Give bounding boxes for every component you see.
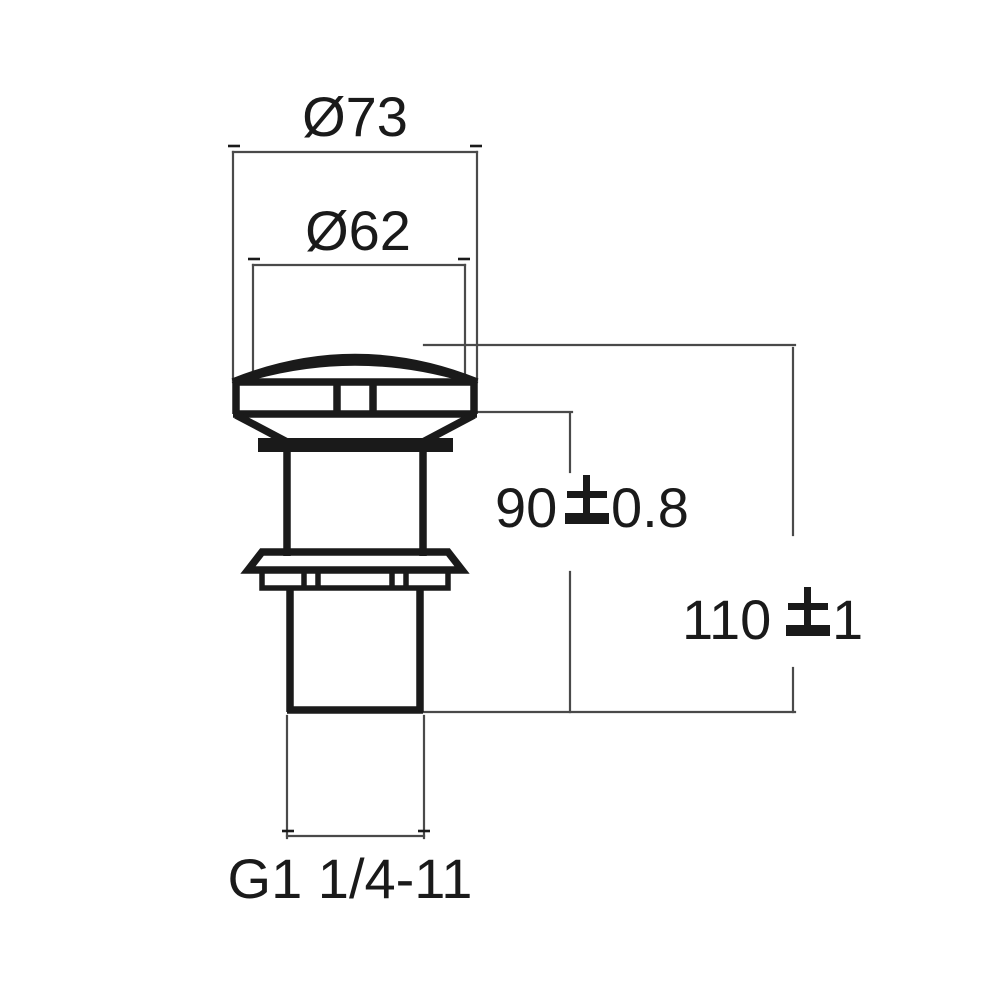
label-length-90-tolerance: 0.8 xyxy=(611,476,689,539)
lower-flange-base-strip xyxy=(259,570,451,591)
label-length-90-number: 90 xyxy=(495,476,557,539)
label-diameter-73: Ø73 xyxy=(302,85,408,148)
upper-collar-flange xyxy=(258,438,453,452)
plus-minus-90-lower-bar xyxy=(565,513,609,524)
shoulder-taper-right xyxy=(421,411,476,446)
label-thread-spec: G1 1/4-11 xyxy=(228,847,473,910)
plus-minus-110-lower-bar xyxy=(786,625,830,636)
label-length-90-group: 90 0.8 xyxy=(495,475,689,539)
cap-dome-outer-arc xyxy=(231,353,479,386)
lower-flange-body xyxy=(240,548,470,574)
cap-dome-inner-arc xyxy=(239,360,471,384)
shoulder-taper-left xyxy=(234,411,289,446)
plus-minus-110-vertical-stroke xyxy=(804,587,811,626)
label-length-110-tolerance: 1 xyxy=(832,588,863,651)
label-length-110-number: 110 xyxy=(682,588,771,651)
label-diameter-62: Ø62 xyxy=(305,199,411,262)
drain-part-geometry xyxy=(231,353,479,714)
dimension-labels: Ø73 Ø62 90 0.8 110 1 G1 xyxy=(228,85,864,910)
plus-minus-90-vertical-stroke xyxy=(583,475,590,514)
label-length-110-group: 110 1 xyxy=(682,587,863,651)
dimension-extension-lines xyxy=(228,144,797,840)
